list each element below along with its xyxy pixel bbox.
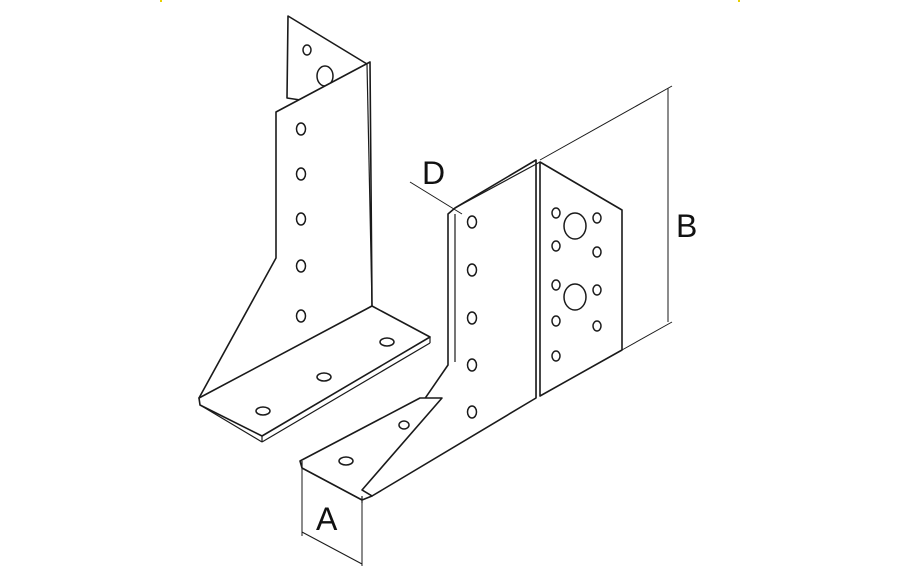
dimension-b-extension-bottom (621, 321, 673, 351)
right-front-top-edge (454, 161, 541, 209)
left-bracket (198, 15, 431, 443)
right-front-hole-3 (466, 311, 478, 325)
left-back-hole-small (302, 44, 312, 56)
dimension-a: A (301, 468, 363, 566)
corner-mark-right (738, 0, 740, 2)
right-side-hole-large-1 (563, 212, 587, 240)
dimension-b: B (539, 85, 697, 351)
left-base-side-edge (199, 404, 263, 443)
left-front-hole-3 (295, 212, 307, 226)
right-side-hole-small-9 (551, 350, 561, 362)
right-side-hole-small-6 (592, 284, 602, 296)
left-bracket-base-flange (198, 305, 431, 437)
right-side-hole-small-1 (551, 207, 561, 219)
left-base-hole-1 (379, 337, 395, 347)
right-side-hole-large-2 (563, 283, 587, 311)
right-front-hole-2 (466, 263, 478, 277)
right-bracket-side-flange (539, 161, 623, 397)
left-bracket-fold-edge (366, 63, 373, 307)
right-base-hole-1 (338, 456, 354, 466)
dimension-d-label: D (422, 155, 445, 191)
dimension-a-label: A (316, 501, 338, 537)
right-side-hole-small-3 (551, 240, 561, 252)
right-bracket (299, 159, 623, 503)
dimension-d: D (409, 155, 463, 215)
left-base-hole-2 (316, 372, 332, 382)
right-side-hole-small-4 (592, 246, 602, 258)
left-base-hole-3 (255, 406, 271, 416)
corner-mark-left (160, 0, 162, 2)
right-side-hole-small-7 (551, 315, 561, 327)
left-front-hole-5 (295, 309, 307, 323)
left-front-hole-4 (295, 259, 307, 273)
right-side-hole-small-2 (592, 212, 602, 224)
left-front-hole-2 (295, 167, 307, 181)
right-front-hole-4 (466, 358, 478, 372)
right-front-hole-5 (466, 405, 478, 419)
left-front-hole-1 (295, 122, 307, 136)
left-base-bottom-edge (261, 342, 431, 443)
right-side-hole-small-5 (551, 279, 561, 291)
dimension-d-leader (409, 181, 463, 215)
dimension-a-line (301, 531, 363, 565)
right-front-hole-1 (466, 215, 478, 229)
dimension-b-label: B (676, 208, 697, 244)
right-side-hole-small-8 (592, 320, 602, 332)
right-base-hole-2 (398, 420, 410, 430)
dimension-b-extension-top (539, 85, 673, 161)
right-base-side-edge (301, 467, 363, 501)
